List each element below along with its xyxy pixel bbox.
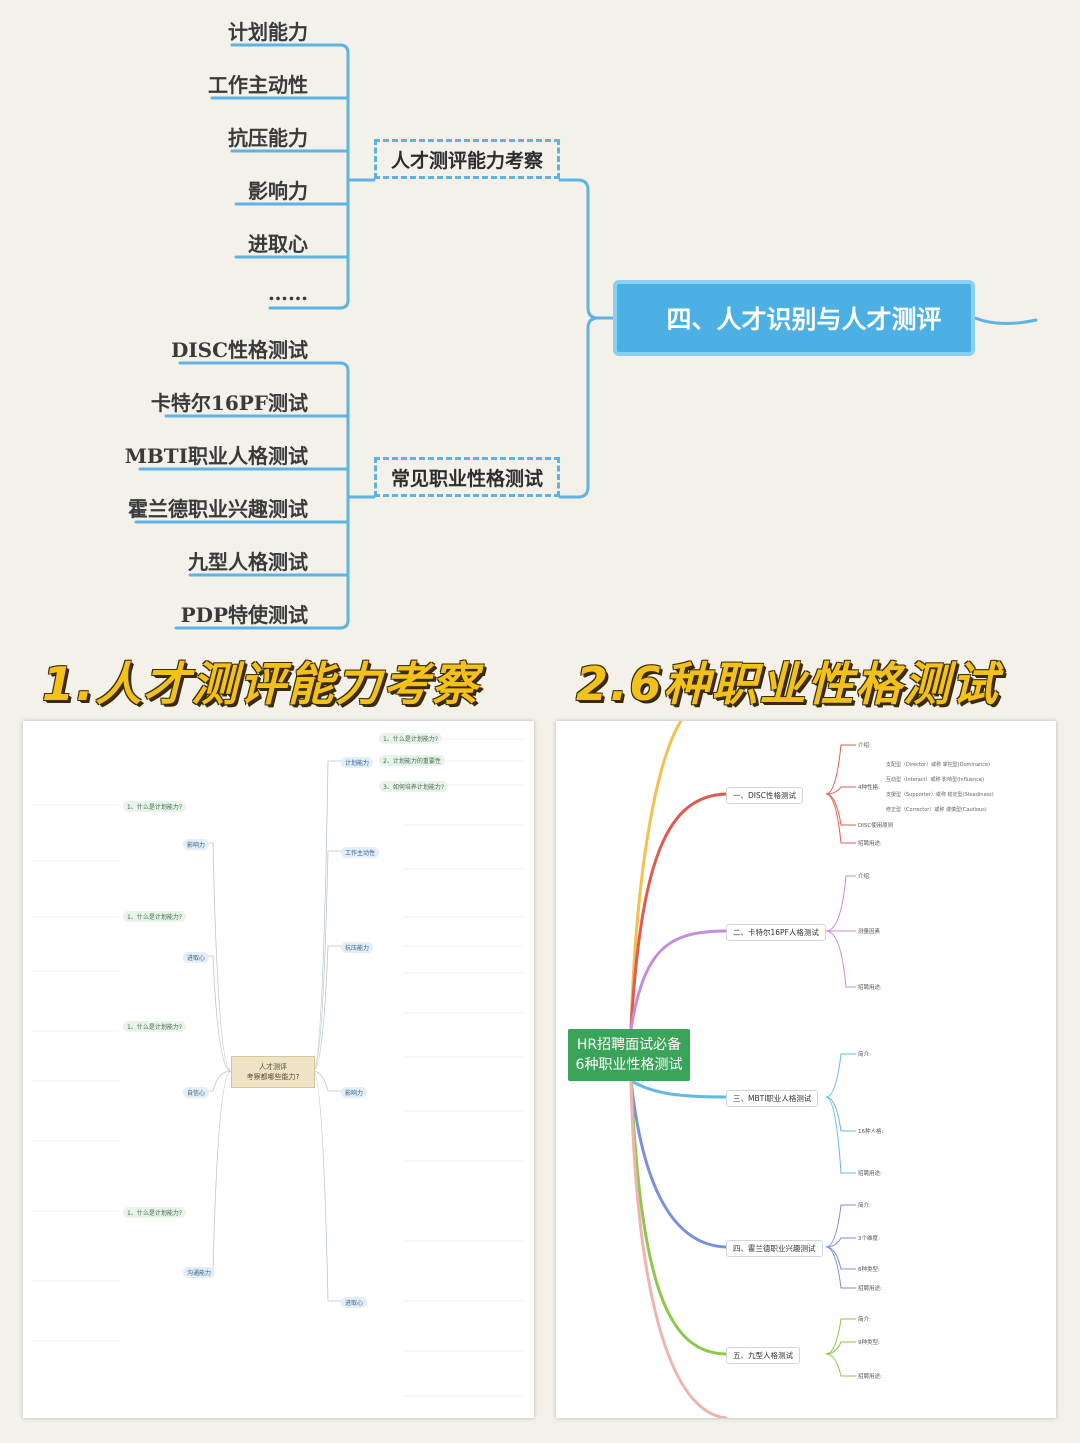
thumb-sub-1: 1、什么是计划能力?	[379, 733, 443, 744]
leaf-16pf: 卡特尔16PF测试	[150, 391, 308, 415]
group-ability-assessment: 人才测评能力考察	[374, 139, 560, 179]
leaf-influence: 影响力	[248, 179, 308, 203]
leaf-mbti: MBTI职业人格测试	[124, 444, 308, 468]
leaf-planning: 计划能力	[228, 20, 308, 44]
thumb-right-center: HR招聘面试必备 6种职业性格测试	[568, 1029, 690, 1081]
sub-disc-intro: 介绍:	[858, 743, 871, 749]
thumb-node-planning: 计划能力	[341, 757, 374, 768]
sub-ennea-types: 9种类型:	[858, 1340, 880, 1346]
sub-16pf-intro: 介绍:	[858, 874, 871, 880]
thumb-node-initiative: 工作主动性	[341, 847, 380, 858]
disc-type-c: 修正型（Corrector）或称 谨慎型(Cautious)	[886, 807, 987, 813]
thumb-node-stress: 抗压能力	[341, 942, 374, 953]
branch-mbti: 三、MBTI职业人格测试	[726, 1090, 819, 1107]
thumb-node-influence: 影响力	[341, 1087, 368, 1098]
sub-ennea-use: 招聘用途:	[858, 1374, 882, 1380]
caption-right: 2.6种职业性格测试	[576, 657, 1000, 711]
sub-mbti-use: 招聘用途:	[858, 1171, 882, 1177]
thumb-left-center-line1: 人才测评	[259, 1063, 287, 1071]
thumb-sub-7: 1、什么是计划能力?	[123, 1207, 187, 1218]
thumb-sub-2: 2、计划能力的重要性	[379, 755, 445, 766]
thumbnail-ability-mindmap: 人才测评 考察都哪些能力? 计划能力 工作主动性 抗压能力 影响力 进取心 影响…	[23, 721, 534, 1418]
thumb-node-l4: 沟通能力	[183, 1267, 216, 1278]
thumb-node-l3: 自信心	[183, 1087, 210, 1098]
root-node: 四、人才识别与人才测评	[613, 280, 975, 356]
sub-mbti-16: 16种人格:	[858, 1129, 884, 1135]
disc-type-i: 互动型（Interact）或称 影响型(Influence)	[886, 777, 985, 783]
leaf-stress: 抗压能力	[228, 126, 308, 150]
thumb-left-center-line2: 考察都哪些能力?	[246, 1073, 300, 1081]
mindmap: 计划能力 工作主动性 抗压能力 影响力 进取心 …… DISC性格测试 卡特尔1…	[0, 0, 1080, 650]
thumb-left-center: 人才测评 考察都哪些能力?	[231, 1056, 315, 1088]
sub-mbti-intro: 简介:	[858, 1052, 871, 1058]
sub-holland-use: 招聘用途:	[858, 1286, 882, 1292]
leaf-more: ……	[268, 281, 308, 305]
thumb-right-center-line1: HR招聘面试必备	[576, 1037, 682, 1053]
branch-holland: 四、霍兰德职业兴趣测试	[726, 1240, 823, 1257]
leaf-initiative: 工作主动性	[208, 73, 308, 97]
thumb-left-lines	[33, 738, 523, 1397]
branch-16pf: 二、卡特尔16PF人格测试	[726, 924, 826, 941]
thumb-node-l1: 影响力	[183, 839, 210, 850]
thumb-sub-6: 1、什么是计划能力?	[123, 1021, 187, 1032]
sub-holland-dims: 3个维度:	[858, 1236, 880, 1242]
sub-disc-use: 招聘用途:	[858, 841, 882, 847]
leaf-holland: 霍兰德职业兴趣测试	[128, 497, 308, 521]
disc-type-s: 支援型（Supporter）或称 稳定型(Steadiness)	[886, 792, 994, 798]
thumb-sub-3: 3、如何培养计划能力?	[379, 781, 449, 792]
caption-left: 1.人才测评能力考察	[42, 657, 480, 711]
group-personality-tests: 常见职业性格测试	[374, 457, 560, 497]
leaf-enneagram: 九型人格测试	[188, 550, 308, 574]
thumb-right-center-line2: 6种职业性格测试	[575, 1057, 683, 1073]
sub-holland-types: 6种类型:	[858, 1267, 880, 1273]
sub-disc-rules: DISC使用原则	[858, 823, 894, 829]
branch-enneagram: 五、九型人格测试	[726, 1347, 800, 1364]
sub-16pf-use: 招聘用途:	[858, 985, 882, 991]
thumb-node-drive: 进取心	[341, 1297, 368, 1308]
sub-16pf-factors: 测量因素	[858, 929, 881, 935]
thumb-right-lines	[629, 721, 856, 1418]
branch-disc: 一、DISC性格测试	[726, 787, 803, 804]
thumb-sub-5: 1、什么是计划能力?	[123, 911, 187, 922]
sub-holland-intro: 简介:	[858, 1203, 871, 1209]
leaf-pdp: PDP特使测试	[180, 603, 308, 627]
leaf-disc: DISC性格测试	[170, 338, 308, 362]
thumb-node-l2: 进取心	[183, 952, 210, 963]
mindmap-connectors	[134, 43, 1038, 630]
sub-ennea-intro: 简介:	[858, 1317, 871, 1323]
disc-type-d: 支配型（Director）或称 掌控型(Dominance)	[886, 762, 990, 768]
sub-disc-types: 4种性格:	[858, 785, 880, 791]
thumbnail-personality-mindmap: HR招聘面试必备 6种职业性格测试 一、DISC性格测试 二、卡特尔16PF人格…	[556, 721, 1056, 1418]
thumb-sub-4: 1、什么是计划能力?	[123, 801, 187, 812]
leaf-drive: 进取心	[248, 232, 308, 256]
